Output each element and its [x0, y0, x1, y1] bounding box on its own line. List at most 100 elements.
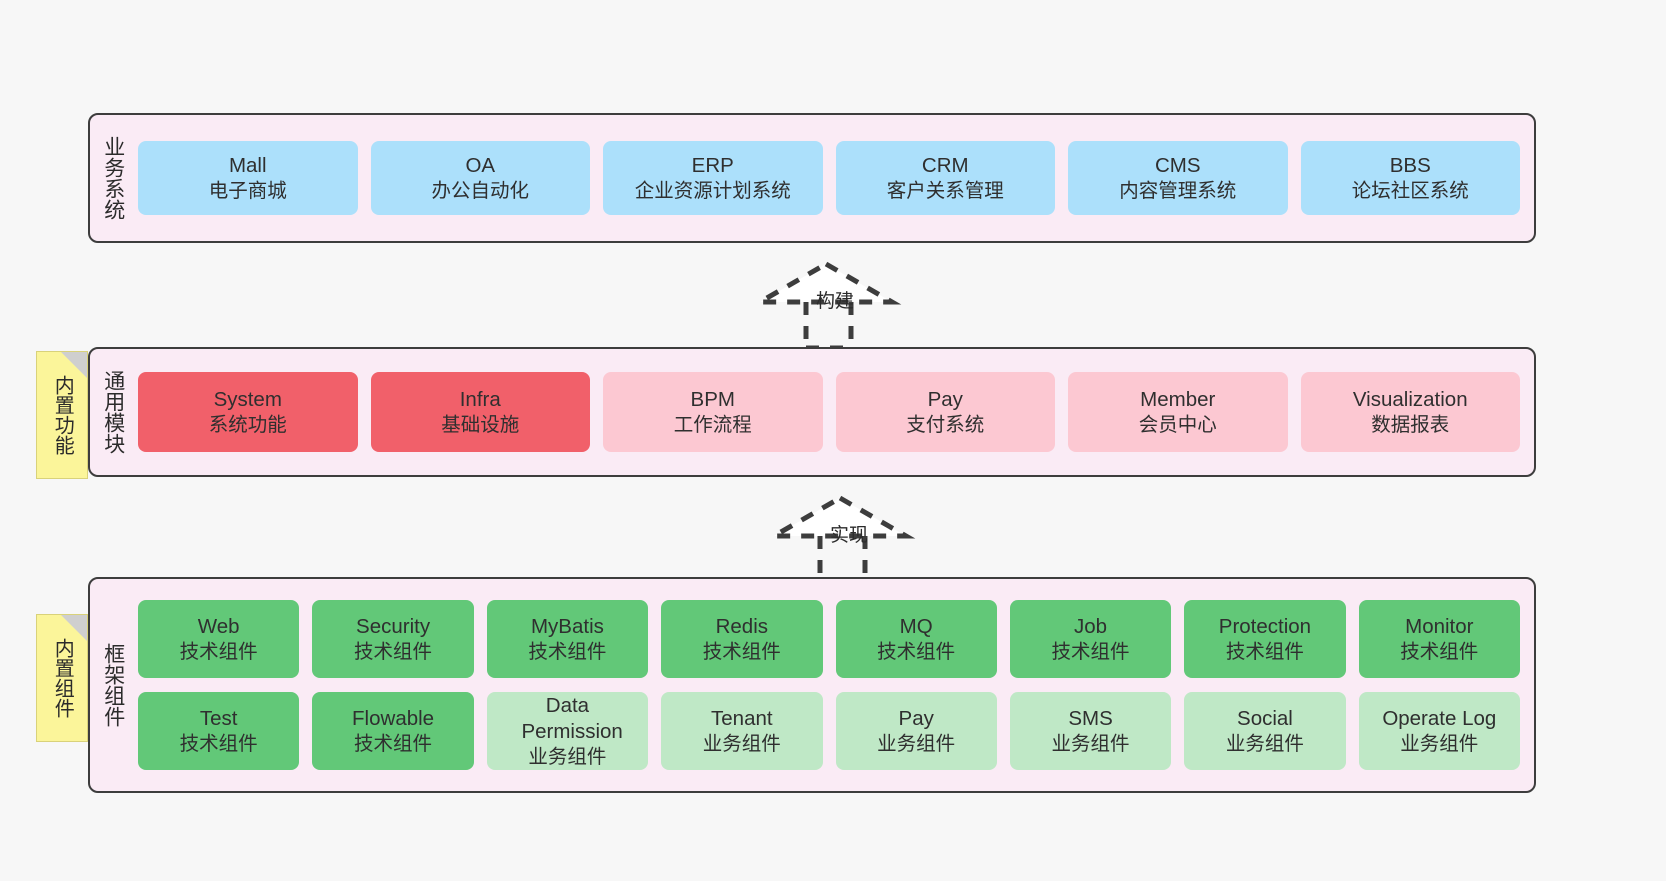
node-title: Job — [1074, 614, 1108, 638]
node-subtitle: 技术组件 — [1051, 640, 1130, 663]
node-bpm[interactable]: BPM 工作流程 — [603, 372, 823, 452]
node-mall[interactable]: Mall 电子商城 — [138, 141, 358, 215]
node-subtitle: 技术组件 — [702, 640, 781, 663]
node-title: Monitor — [1405, 614, 1474, 638]
node-subtitle: 企业资源计划系统 — [634, 179, 791, 202]
node-erp[interactable]: ERP 企业资源计划系统 — [603, 141, 823, 215]
node-subtitle: 技术组件 — [179, 732, 258, 755]
node-operate-log[interactable]: Operate Log 业务组件 — [1358, 692, 1520, 770]
node-subtitle: 论坛社区系统 — [1351, 179, 1469, 202]
node-subtitle: 业务组件 — [877, 732, 956, 755]
node-subtitle: 系统功能 — [208, 413, 287, 436]
node-subtitle: 内容管理系统 — [1119, 179, 1237, 202]
node-subtitle: 业务组件 — [1051, 732, 1130, 755]
node-title: Protection — [1218, 614, 1312, 638]
node-mq[interactable]: MQ 技术组件 — [835, 600, 997, 678]
node-subtitle: 会员中心 — [1138, 413, 1217, 436]
node-member[interactable]: Member 会员中心 — [1068, 372, 1288, 452]
layer-title-business-systems: 业务系统 — [101, 136, 125, 220]
node-title: OA — [465, 153, 496, 177]
layer-business-systems: 业务系统 Mall 电子商城 OA 办公自动化 ERP 企业资源计划系统 CRM… — [88, 113, 1536, 243]
node-subtitle: 数据报表 — [1371, 413, 1450, 436]
node-system[interactable]: System 系统功能 — [138, 372, 358, 452]
node-subtitle: 技术组件 — [354, 640, 433, 663]
layer-title-framework-components: 框架组件 — [101, 643, 125, 727]
node-subtitle: 技术组件 — [1225, 640, 1304, 663]
node-bbs[interactable]: BBS 论坛社区系统 — [1300, 141, 1520, 215]
connector-implement: 实现 — [764, 492, 932, 585]
node-title: CRM — [921, 153, 969, 177]
node-subtitle: 业务组件 — [528, 745, 607, 768]
node-subtitle: 技术组件 — [528, 640, 607, 663]
node-title: Social — [1237, 706, 1293, 730]
node-monitor[interactable]: Monitor 技术组件 — [1358, 600, 1520, 678]
node-title: Infra — [459, 387, 501, 411]
node-job[interactable]: Job 技术组件 — [1009, 600, 1172, 678]
node-title: Data Permission — [521, 693, 623, 743]
node-visualization[interactable]: Visualization 数据报表 — [1300, 372, 1520, 452]
folded-corner-icon — [61, 615, 87, 641]
node-title: MQ — [899, 614, 933, 638]
node-title: Mall — [228, 153, 267, 177]
node-subtitle: 技术组件 — [179, 640, 258, 663]
node-subtitle: 工作流程 — [673, 413, 752, 436]
sticky-note-builtin-features: 内置功能 — [36, 351, 88, 479]
node-title: Tenant — [711, 706, 773, 730]
node-title: Pay — [898, 706, 934, 730]
node-title: MyBatis — [530, 614, 604, 638]
node-title: ERP — [691, 153, 734, 177]
node-tenant[interactable]: Tenant 业务组件 — [661, 692, 823, 770]
node-subtitle: 基础设施 — [441, 413, 520, 436]
node-subtitle: 技术组件 — [354, 732, 433, 755]
layer-title-common-modules: 通用模块 — [101, 370, 125, 454]
node-crm[interactable]: CRM 客户关系管理 — [835, 141, 1055, 215]
node-web[interactable]: Web 技术组件 — [138, 600, 300, 678]
node-title: BPM — [690, 387, 735, 411]
node-infra[interactable]: Infra 基础设施 — [370, 372, 590, 452]
node-flowable[interactable]: Flowable 技术组件 — [312, 692, 474, 770]
layer-common-modules: 通用模块 System 系统功能 Infra 基础设施 BPM 工作流程 Pay… — [88, 347, 1536, 477]
node-title: Test — [199, 706, 238, 730]
node-title: CMS — [1154, 153, 1201, 177]
node-title: Flowable — [352, 706, 435, 730]
node-test[interactable]: Test 技术组件 — [138, 692, 300, 770]
node-title: Visualization — [1352, 387, 1468, 411]
node-title: Web — [197, 614, 240, 638]
node-subtitle: 业务组件 — [1400, 732, 1479, 755]
node-sms[interactable]: SMS 业务组件 — [1009, 692, 1172, 770]
layer-framework-components: 框架组件 Web 技术组件 Security 技术组件 MyBatis 技术组件 — [88, 577, 1536, 793]
node-subtitle: 办公自动化 — [431, 179, 529, 202]
connector-implement-label: 实现 — [830, 525, 869, 546]
node-subtitle: 技术组件 — [1400, 640, 1479, 663]
node-redis[interactable]: Redis 技术组件 — [661, 600, 823, 678]
node-subtitle: 电子商城 — [208, 179, 287, 202]
node-title: Security — [356, 614, 431, 638]
node-title: System — [213, 387, 282, 411]
node-mybatis[interactable]: MyBatis 技术组件 — [486, 600, 649, 678]
node-social[interactable]: Social 业务组件 — [1184, 692, 1346, 770]
node-title: Pay — [927, 387, 963, 411]
connector-build-label: 构建 — [816, 291, 855, 312]
sticky-note-label: 内置功能 — [51, 375, 74, 455]
node-subtitle: 支付系统 — [906, 413, 985, 436]
node-pay-component[interactable]: Pay 业务组件 — [835, 692, 997, 770]
sticky-note-builtin-components: 内置组件 — [36, 614, 88, 742]
node-pay-module[interactable]: Pay 支付系统 — [835, 372, 1055, 452]
node-title: Redis — [715, 614, 769, 638]
node-protection[interactable]: Protection 技术组件 — [1184, 600, 1346, 678]
node-data-permission[interactable]: Data Permission 业务组件 — [486, 692, 649, 770]
node-title: BBS — [1389, 153, 1431, 177]
node-subtitle: 业务组件 — [702, 732, 781, 755]
folded-corner-icon — [61, 352, 87, 378]
node-title: SMS — [1068, 706, 1113, 730]
node-subtitle: 技术组件 — [877, 640, 956, 663]
node-title: Member — [1140, 387, 1216, 411]
node-subtitle: 客户关系管理 — [886, 179, 1004, 202]
node-security[interactable]: Security 技术组件 — [312, 600, 474, 678]
node-subtitle: 业务组件 — [1225, 732, 1304, 755]
node-oa[interactable]: OA 办公自动化 — [370, 141, 590, 215]
node-cms[interactable]: CMS 内容管理系统 — [1068, 141, 1288, 215]
node-title: Operate Log — [1382, 706, 1497, 730]
connector-build: 构建 — [750, 258, 918, 351]
